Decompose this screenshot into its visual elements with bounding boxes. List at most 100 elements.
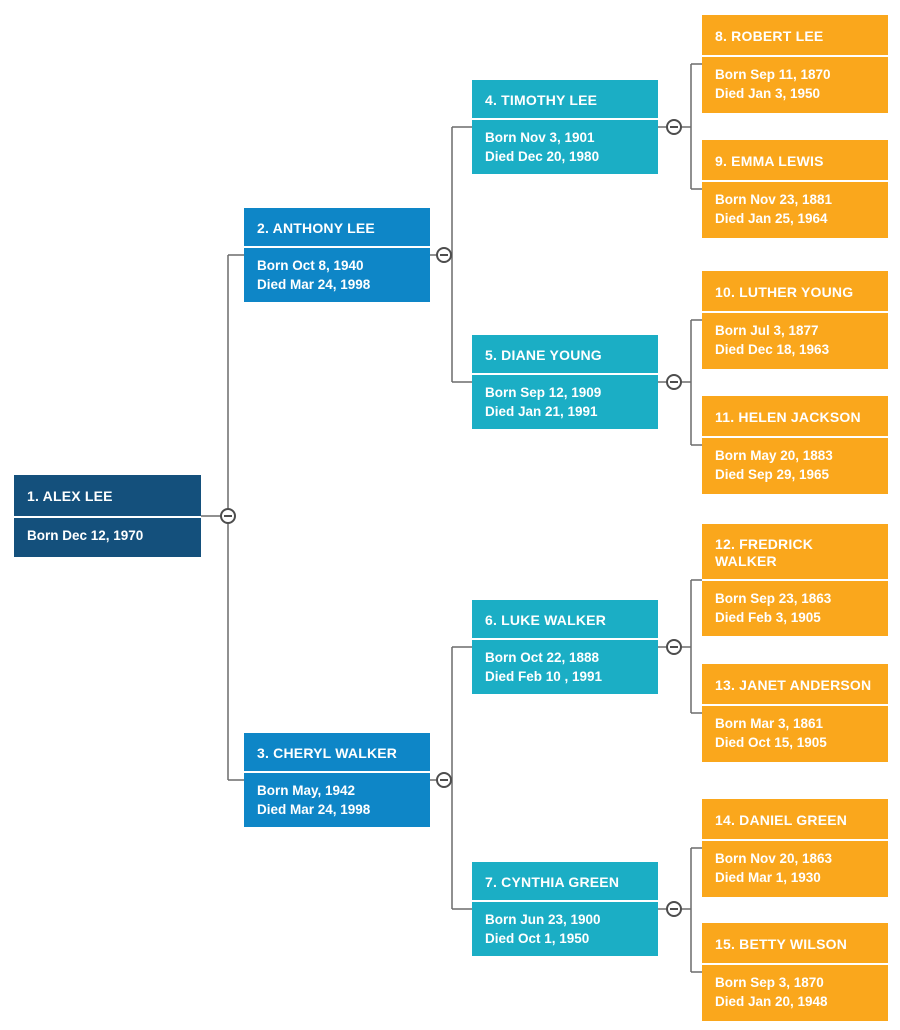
divider (472, 900, 658, 902)
person-name: 15. BETTY WILSON (715, 935, 848, 952)
person-name: 7. CYNTHIA GREEN (485, 873, 620, 890)
born-date: Born Sep 23, 1863 (715, 591, 832, 606)
divider (702, 311, 888, 313)
person-name: 13. JANET ANDERSON (715, 676, 872, 693)
person-node-11[interactable]: 11. HELEN JACKSON Born May 20, 1883 Died… (702, 396, 888, 494)
born-date: Born Nov 3, 1901 (485, 130, 595, 145)
collapse-toggle-2[interactable] (436, 247, 452, 263)
person-node-2[interactable]: 2. ANTHONY LEE Born Oct 8, 1940 Died Mar… (244, 208, 430, 302)
person-dates: Born Mar 3, 1861 Died Oct 15, 1905 (702, 706, 888, 752)
collapse-toggle-1[interactable] (220, 508, 236, 524)
person-dates: Born Nov 3, 1901 Died Dec 20, 1980 (472, 120, 658, 166)
died-date: Died Jan 3, 1950 (715, 86, 821, 101)
collapse-toggle-3[interactable] (436, 772, 452, 788)
died-date: Died Sep 29, 1965 (715, 467, 830, 482)
died-date: Died Mar 24, 1998 (257, 277, 371, 292)
person-dates: Born Sep 11, 1870 Died Jan 3, 1950 (702, 57, 888, 103)
born-date: Born Mar 3, 1861 (715, 716, 824, 731)
died-date: Died Feb 3, 1905 (715, 610, 821, 625)
person-dates: Born Sep 23, 1863 Died Feb 3, 1905 (702, 581, 888, 627)
died-date: Died Feb 10 , 1991 (485, 669, 603, 684)
person-dates: Born Nov 23, 1881 Died Jan 25, 1964 (702, 182, 888, 228)
minus-icon (440, 779, 448, 781)
died-date: Died Jan 20, 1948 (715, 994, 828, 1009)
divider (244, 246, 430, 248)
died-date: Died Mar 1, 1930 (715, 870, 821, 885)
minus-icon (224, 515, 232, 517)
person-name: 1. ALEX LEE (27, 488, 113, 504)
minus-icon (670, 381, 678, 383)
minus-icon (440, 254, 448, 256)
born-date: Born Sep 11, 1870 (715, 67, 831, 82)
divider (702, 55, 888, 57)
person-node-8[interactable]: 8. ROBERT LEE Born Sep 11, 1870 Died Jan… (702, 15, 888, 113)
person-node-6[interactable]: 6. LUKE WALKER Born Oct 22, 1888 Died Fe… (472, 600, 658, 694)
minus-icon (670, 908, 678, 910)
person-node-5[interactable]: 5. DIANE YOUNG Born Sep 12, 1909 Died Ja… (472, 335, 658, 429)
divider (14, 516, 201, 518)
born-date: Born Sep 3, 1870 (715, 975, 824, 990)
person-node-10[interactable]: 10. LUTHER YOUNG Born Jul 3, 1877 Died D… (702, 271, 888, 369)
died-date: Died Dec 18, 1963 (715, 342, 830, 357)
person-dates: Born Sep 3, 1870 Died Jan 20, 1948 (702, 965, 888, 1011)
person-dates: Born Dec 12, 1970 (14, 518, 201, 545)
person-name: 14. DANIEL GREEN (715, 811, 848, 828)
died-date: Died Jan 21, 1991 (485, 404, 598, 419)
born-date: Born Nov 20, 1863 (715, 851, 833, 866)
person-node-13[interactable]: 13. JANET ANDERSON Born Mar 3, 1861 Died… (702, 664, 888, 762)
person-node-15[interactable]: 15. BETTY WILSON Born Sep 3, 1870 Died J… (702, 923, 888, 1021)
divider (702, 436, 888, 438)
divider (702, 704, 888, 706)
died-date: Died Jan 25, 1964 (715, 211, 828, 226)
person-dates: Born Jul 3, 1877 Died Dec 18, 1963 (702, 313, 888, 359)
person-node-4[interactable]: 4. TIMOTHY LEE Born Nov 3, 1901 Died Dec… (472, 80, 658, 174)
person-name: 4. TIMOTHY LEE (485, 91, 598, 108)
died-date: Died Oct 15, 1905 (715, 735, 827, 750)
person-name: 11. HELEN JACKSON (715, 408, 861, 425)
died-date: Died Mar 24, 1998 (257, 802, 371, 817)
divider (472, 373, 658, 375)
divider (472, 638, 658, 640)
collapse-toggle-5[interactable] (666, 374, 682, 390)
born-date: Born May, 1942 (257, 783, 356, 798)
died-date: Died Oct 1, 1950 (485, 931, 590, 946)
born-date: Born Sep 12, 1909 (485, 385, 602, 400)
person-name: 2. ANTHONY LEE (257, 219, 375, 236)
person-node-12[interactable]: 12. FREDRICK WALKER Born Sep 23, 1863 Di… (702, 524, 888, 636)
person-dates: Born Nov 20, 1863 Died Mar 1, 1930 (702, 841, 888, 887)
person-name: 5. DIANE YOUNG (485, 346, 602, 363)
person-node-3[interactable]: 3. CHERYL WALKER Born May, 1942 Died Mar… (244, 733, 430, 827)
divider (472, 118, 658, 120)
person-node-14[interactable]: 14. DANIEL GREEN Born Nov 20, 1863 Died … (702, 799, 888, 897)
died-date: Died Dec 20, 1980 (485, 149, 600, 164)
person-node-9[interactable]: 9. EMMA LEWIS Born Nov 23, 1881 Died Jan… (702, 140, 888, 238)
born-date: Born Jul 3, 1877 (715, 323, 819, 338)
person-dates: Born May, 1942 Died Mar 24, 1998 (244, 773, 430, 819)
minus-icon (670, 646, 678, 648)
person-name: 12. FREDRICK WALKER (715, 535, 814, 569)
born-date: Born Oct 8, 1940 (257, 258, 364, 273)
person-dates: Born Oct 22, 1888 Died Feb 10 , 1991 (472, 640, 658, 686)
person-dates: Born May 20, 1883 Died Sep 29, 1965 (702, 438, 888, 484)
collapse-toggle-7[interactable] (666, 901, 682, 917)
person-node-1[interactable]: 1. ALEX LEE Born Dec 12, 1970 (14, 475, 201, 557)
born-date: Born Nov 23, 1881 (715, 192, 833, 207)
person-dates: Born Oct 8, 1940 Died Mar 24, 1998 (244, 248, 430, 294)
person-name: 6. LUKE WALKER (485, 611, 607, 628)
divider (702, 839, 888, 841)
divider (244, 771, 430, 773)
born-date: Born Jun 23, 1900 (485, 912, 601, 927)
person-dates: Born Jun 23, 1900 Died Oct 1, 1950 (472, 902, 658, 948)
person-dates: Born Sep 12, 1909 Died Jan 21, 1991 (472, 375, 658, 421)
person-name: 10. LUTHER YOUNG (715, 283, 854, 300)
person-name: 9. EMMA LEWIS (715, 152, 824, 169)
divider (702, 579, 888, 581)
collapse-toggle-6[interactable] (666, 639, 682, 655)
collapse-toggle-4[interactable] (666, 119, 682, 135)
person-name: 3. CHERYL WALKER (257, 744, 398, 761)
person-node-7[interactable]: 7. CYNTHIA GREEN Born Jun 23, 1900 Died … (472, 862, 658, 956)
born-date: Born Dec 12, 1970 (27, 528, 144, 543)
minus-icon (670, 126, 678, 128)
person-name: 8. ROBERT LEE (715, 27, 824, 44)
